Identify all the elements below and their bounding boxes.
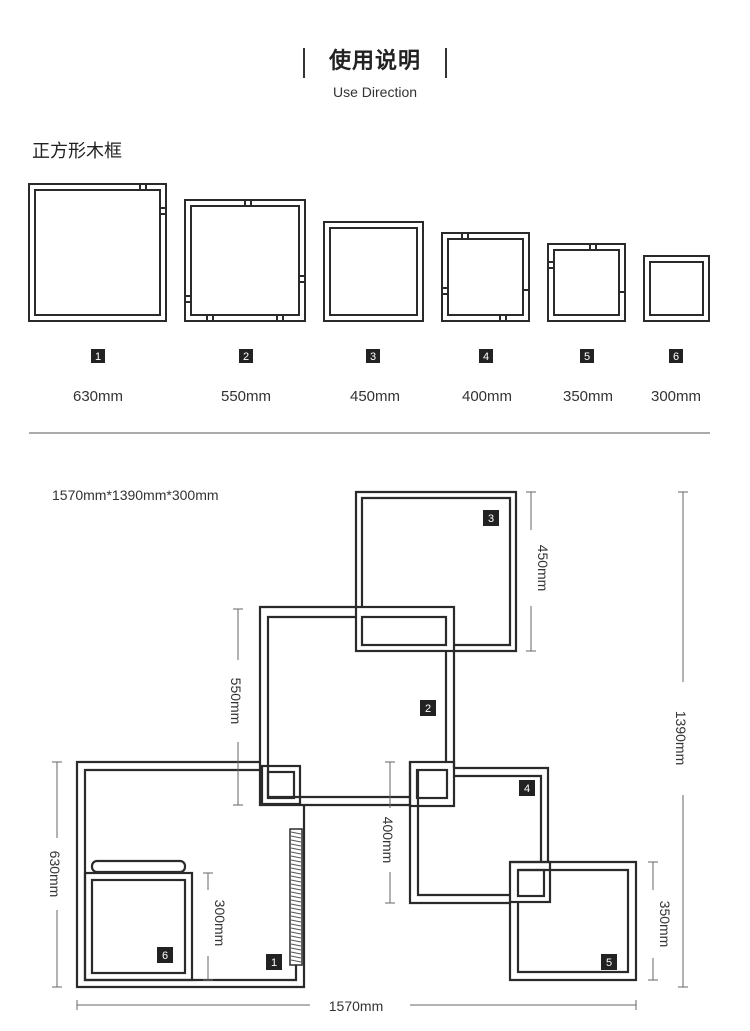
rail-hatch-line <box>290 931 302 935</box>
frame-300 <box>643 255 710 322</box>
rail-hatch-line <box>290 899 302 903</box>
rail-hatch-line <box>290 867 302 871</box>
assembly-frame-1 <box>75 760 306 989</box>
catalog-badge-6: 6 <box>673 351 679 363</box>
frame-350 <box>547 243 626 322</box>
assembly-badge-1: 1 <box>271 957 277 969</box>
rail-hatch-line <box>290 955 302 959</box>
frame-400 <box>441 232 530 322</box>
rail-hatch-line <box>290 831 302 835</box>
header: 使用说明 Use Direction <box>0 44 750 100</box>
title-divider-right <box>445 48 447 78</box>
assembly-badge-4: 4 <box>524 783 530 795</box>
assembly-frame-4 <box>408 760 550 905</box>
assembly-badge-6: 6 <box>162 950 168 962</box>
rail-hatch-line <box>290 895 302 899</box>
size-label-6: 300mm <box>651 388 701 405</box>
size-label-2: 550mm <box>221 388 271 405</box>
rail-hatch-line <box>290 947 302 951</box>
rail-hatch-line <box>290 951 302 955</box>
rail-hatch-line <box>290 843 302 847</box>
catalog-badges: 1 2 3 4 5 6 <box>91 349 683 363</box>
catalog-badge-2: 2 <box>243 351 249 363</box>
assembly-frame-2 <box>258 605 456 807</box>
dim-label-550: 550mm <box>228 678 244 725</box>
catalog-badge-3: 3 <box>370 351 376 363</box>
dim-label-1570: 1570mm <box>329 998 383 1014</box>
rail-hatch-line <box>290 851 302 855</box>
dimension-lines <box>52 491 688 1010</box>
frame-catalog <box>28 183 710 322</box>
page-subtitle: Use Direction <box>332 84 418 100</box>
rail-hatch-line <box>290 875 302 879</box>
frame-550 <box>184 199 306 322</box>
catalog-badge-5: 5 <box>584 351 590 363</box>
dim-label-300: 300mm <box>212 900 228 947</box>
dimension-labels: 450mm 550mm 1390mm 630mm 400mm 300mm 350… <box>47 545 689 1014</box>
dim-label-630: 630mm <box>47 851 63 898</box>
rail-hatch-line <box>290 911 302 915</box>
dim-label-1390: 1390mm <box>673 711 689 765</box>
catalog-badge-4: 4 <box>483 351 489 363</box>
size-label-3: 450mm <box>350 388 400 405</box>
rail-hatch-line <box>290 835 302 839</box>
assembly-frame-5 <box>508 860 638 982</box>
rail-hatch-line <box>290 959 302 963</box>
size-label-5: 350mm <box>563 388 613 405</box>
rail-hatch-line <box>290 903 302 907</box>
rail-hatch-line <box>290 859 302 863</box>
rail-hatch-line <box>290 879 302 883</box>
rail-hatch-line <box>290 839 302 843</box>
rail-hatch-line <box>290 855 302 859</box>
rail-hatch-line <box>290 943 302 947</box>
frame-630 <box>28 183 167 322</box>
rail-hatch-line <box>290 935 302 939</box>
rail-hatch-line <box>290 927 302 931</box>
title-divider-left <box>302 48 305 78</box>
rail-hatch-line <box>290 847 302 851</box>
rail-hatch-line <box>290 907 302 911</box>
hanging-rail <box>289 828 303 966</box>
rail-hatch-line <box>290 891 302 895</box>
catalog-size-labels: 630mm 550mm 450mm 400mm 350mm 300mm <box>73 388 701 405</box>
assembly-frame-6 <box>83 859 194 982</box>
rail-hatch-line <box>290 863 302 867</box>
rail-hatch-line <box>290 871 302 875</box>
rail-hatch-line <box>290 883 302 887</box>
rail-hatch-line <box>290 919 302 923</box>
section-title: 正方形木框 <box>32 141 122 162</box>
page-title: 使用说明 <box>328 49 421 74</box>
overall-dimensions: 1570mm*1390mm*300mm <box>52 487 219 503</box>
assembly-layout <box>75 490 638 989</box>
rail-hatch-line <box>290 939 302 943</box>
rail-hatch-line <box>290 887 302 891</box>
rail-hatch-line <box>290 915 302 919</box>
assembly-frame-3 <box>354 490 518 653</box>
title-wrap: 使用说明 <box>302 44 447 80</box>
size-label-4: 400mm <box>462 388 512 405</box>
rail-hatch-line <box>290 923 302 927</box>
assembly-badge-5: 5 <box>606 957 612 969</box>
dim-label-350: 350mm <box>657 901 673 948</box>
frame-450 <box>323 221 424 322</box>
size-label-1: 630mm <box>73 388 123 405</box>
dim-label-450: 450mm <box>535 545 551 592</box>
assembly-badge-3: 3 <box>488 513 494 525</box>
assembly-badge-2: 2 <box>425 703 431 715</box>
assembly-badges: 3 2 4 5 6 1 <box>157 510 617 970</box>
catalog-badge-1: 1 <box>95 351 101 363</box>
dim-label-400: 400mm <box>380 817 396 864</box>
